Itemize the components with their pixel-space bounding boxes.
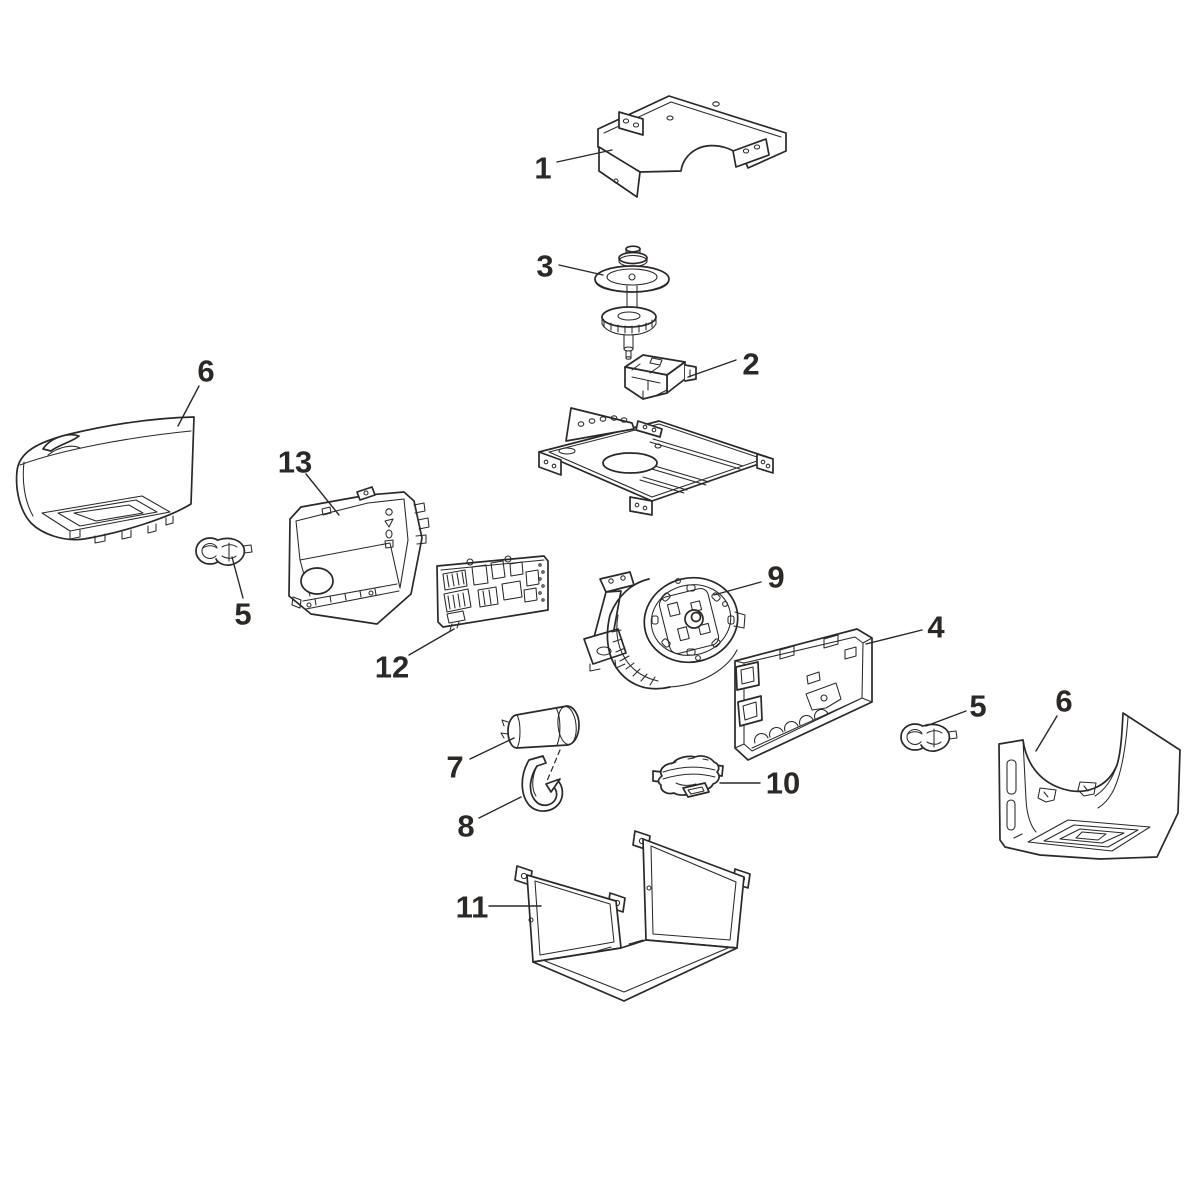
part-6-left-end-cap-drawing bbox=[15, 416, 195, 544]
part-13-chassis-housing-drawing bbox=[288, 486, 430, 625]
callout-number-5-right: 5 bbox=[969, 689, 986, 724]
callout-number-8: 8 bbox=[457, 809, 474, 844]
callout-number-6-left: 6 bbox=[197, 354, 214, 389]
callout-leader-9 bbox=[713, 581, 762, 596]
part-2-coupler-drawing bbox=[624, 354, 697, 400]
callout-number-12: 12 bbox=[375, 650, 409, 685]
part-3-sprocket-shaft-drawing bbox=[594, 245, 670, 360]
callout-number-11: 11 bbox=[456, 890, 489, 925]
callout-number-10: 10 bbox=[766, 766, 800, 801]
callout-number-7: 7 bbox=[446, 750, 463, 785]
part-12-logic-board-drawing bbox=[436, 555, 549, 631]
part-9-motor-drawing bbox=[583, 571, 746, 690]
callout-leader-13 bbox=[305, 473, 340, 516]
callout-leader-3 bbox=[558, 264, 604, 276]
part-5-right-strain-relief-drawing bbox=[900, 723, 958, 753]
callout-number-9: 9 bbox=[767, 560, 784, 595]
callout-leader-6-right bbox=[1035, 715, 1058, 752]
part-7-capacitor-drawing bbox=[500, 705, 580, 782]
callout-number-5-left: 5 bbox=[234, 597, 251, 632]
part-10-switch-drawing bbox=[652, 755, 724, 798]
callout-leader-5-right bbox=[925, 710, 967, 727]
callout-number-4: 4 bbox=[927, 610, 945, 645]
callout-leader-12 bbox=[408, 628, 455, 656]
callout-leader-4 bbox=[865, 629, 923, 645]
callout-leader-5-left bbox=[231, 556, 244, 599]
callout-leader-7 bbox=[469, 737, 515, 760]
part-1-header-bracket-drawing bbox=[597, 95, 787, 198]
callout-number-3: 3 bbox=[536, 249, 553, 284]
part-4-chassis-panel-drawing bbox=[734, 628, 873, 761]
part-11-cover-drawing bbox=[514, 830, 751, 1002]
callout-number-2: 2 bbox=[742, 347, 759, 382]
callout-leader-6-left bbox=[177, 385, 200, 427]
mounting-plate-drawing bbox=[538, 407, 774, 516]
callout-number-6-right: 6 bbox=[1055, 684, 1072, 719]
callout-number-13: 13 bbox=[278, 445, 312, 480]
part-8-capacitor-clamp-drawing bbox=[521, 755, 564, 812]
callout-leader-8 bbox=[478, 796, 522, 819]
callout-leader-2 bbox=[687, 359, 737, 378]
callout-leader-1 bbox=[556, 149, 613, 163]
part-5-left-strain-relief-drawing bbox=[195, 537, 253, 567]
part-6-right-end-cap-drawing bbox=[998, 712, 1181, 860]
callout-number-1: 1 bbox=[534, 151, 551, 186]
